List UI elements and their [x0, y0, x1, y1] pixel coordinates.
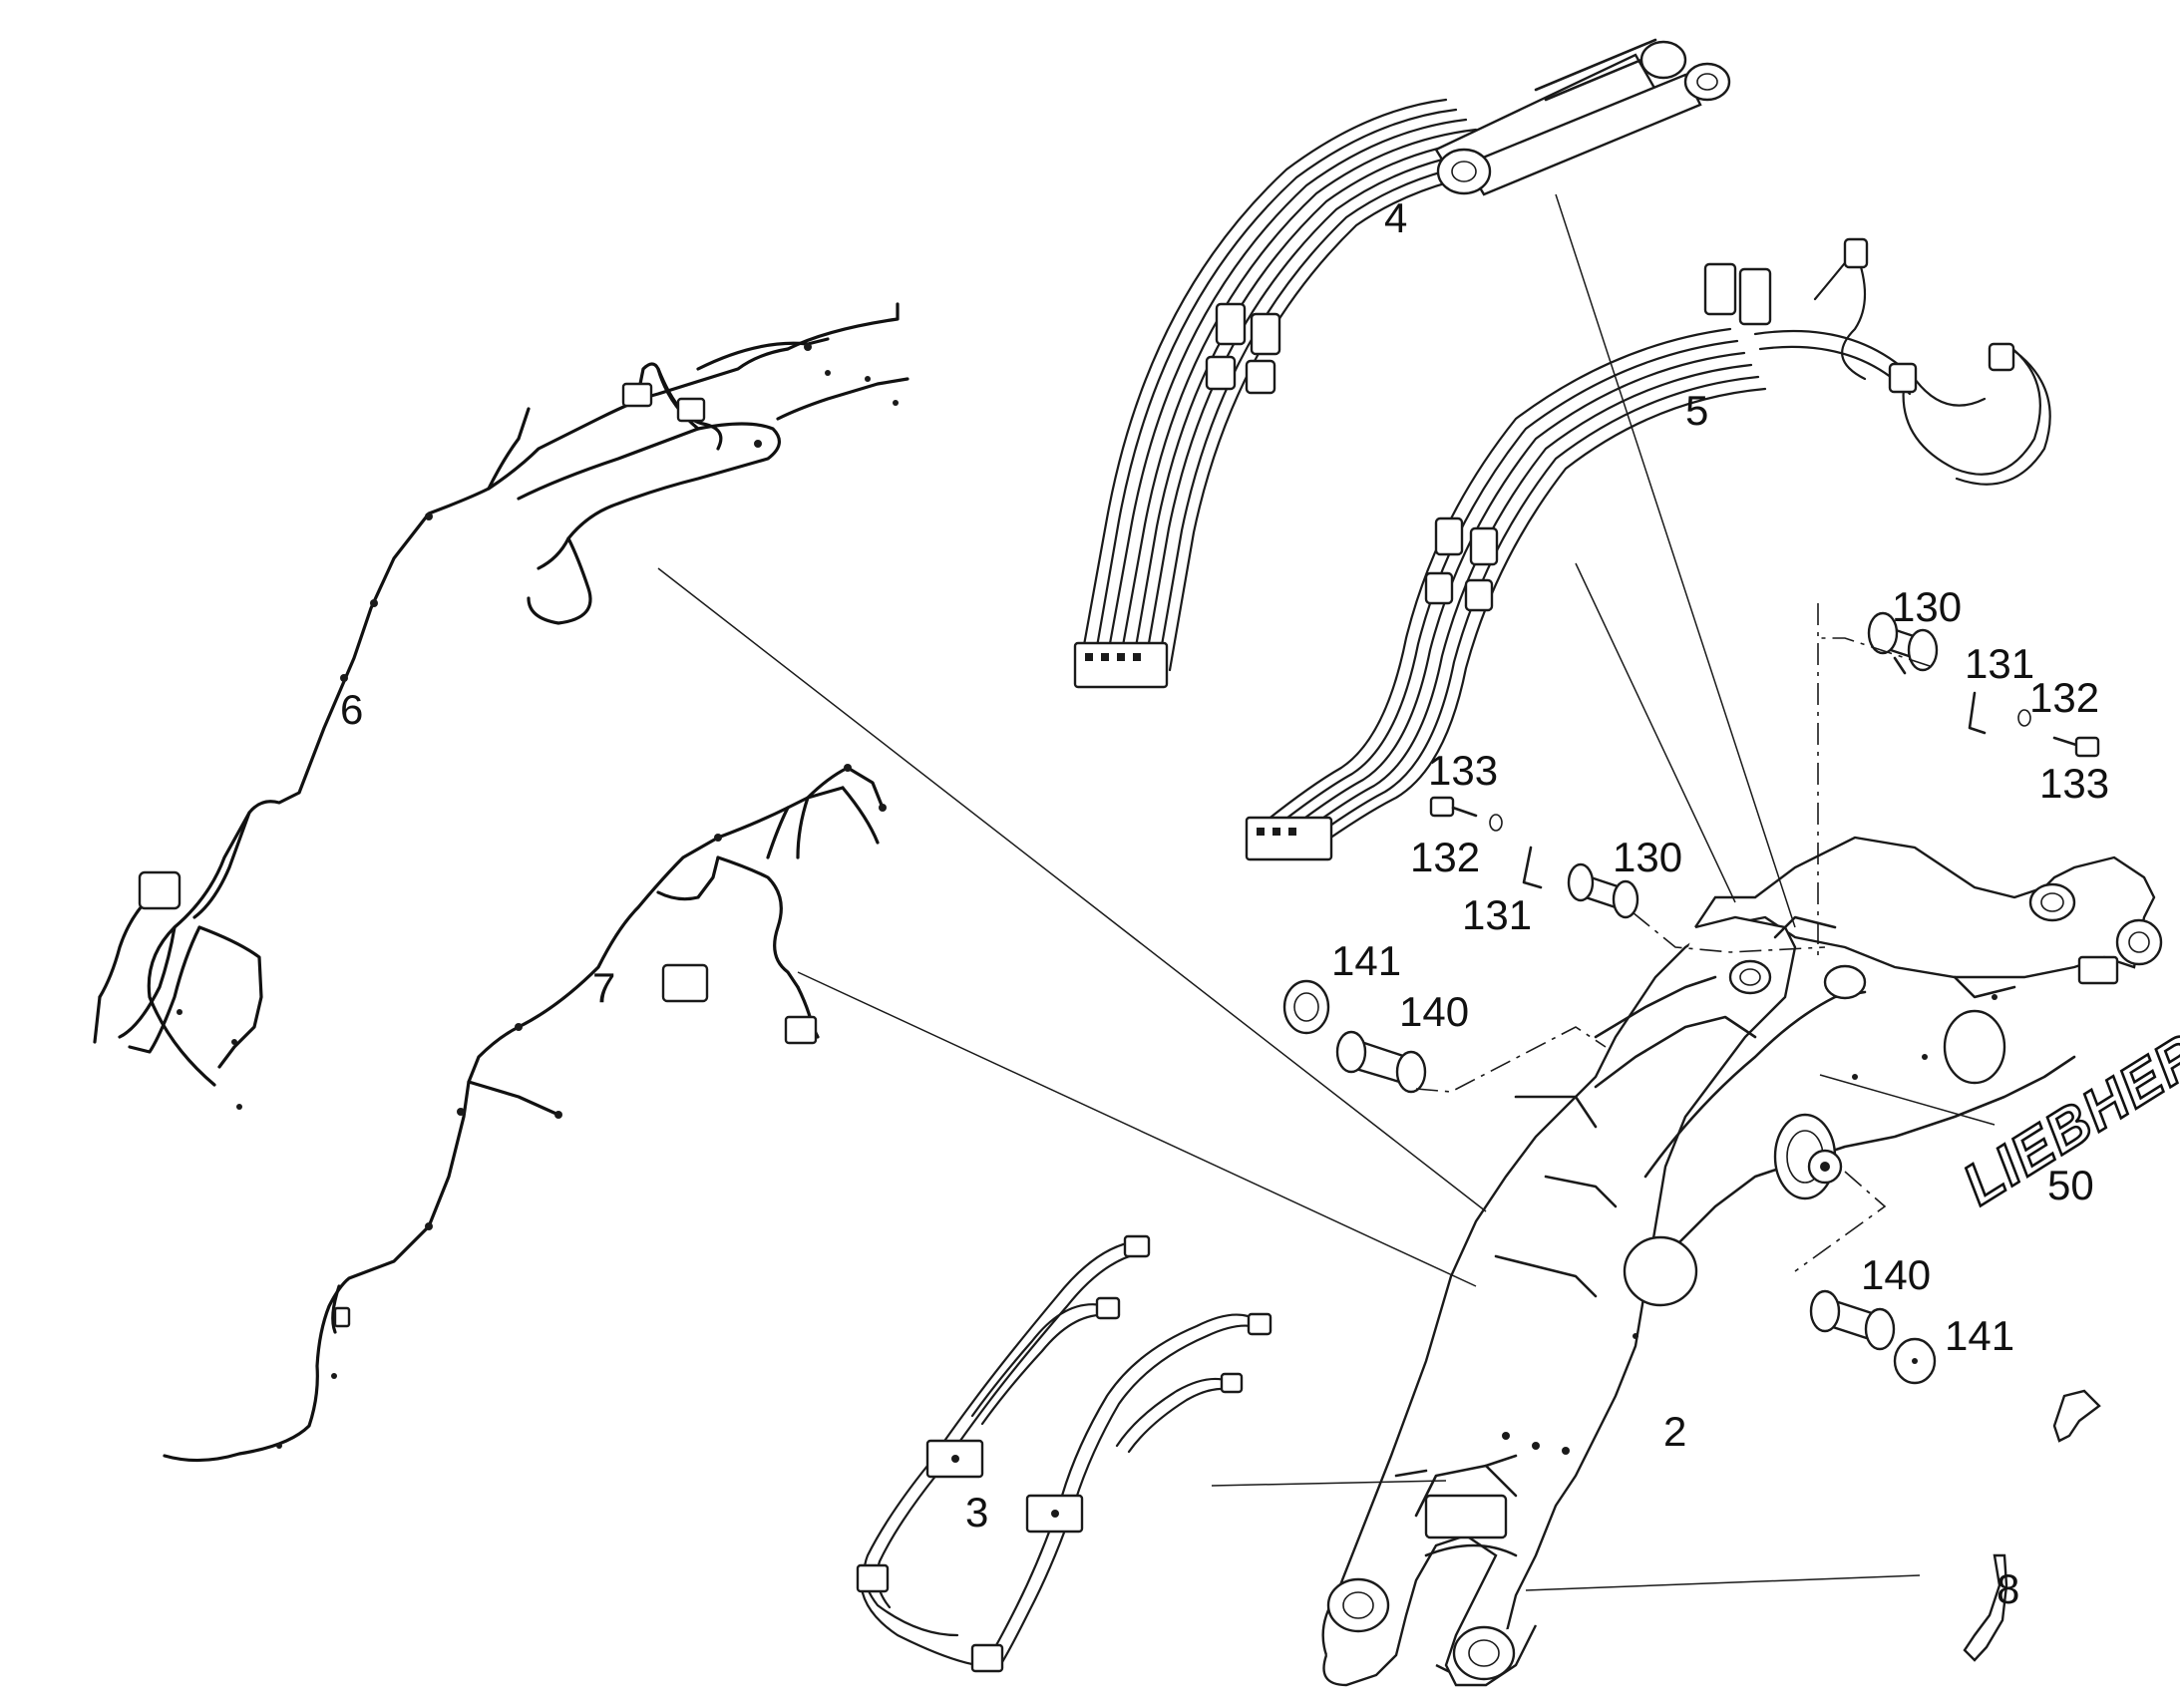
leader-lines — [657, 193, 1996, 1591]
callout-130-upper: 130 — [1892, 583, 1962, 630]
callout-132-lower: 132 — [1410, 834, 1480, 880]
callout-131-lower: 131 — [1462, 891, 1532, 938]
bracket-8 — [1963, 1389, 2101, 1662]
callout-132-upper: 132 — [2029, 674, 2099, 721]
hose-assembly-3 — [856, 1234, 1272, 1673]
callout-140-right: 140 — [1861, 1251, 1931, 1298]
callout-5: 5 — [1685, 387, 1708, 434]
boom-2: LIEBHERR — [1321, 836, 2180, 1687]
callout-140-left: 140 — [1399, 988, 1469, 1035]
cable-harness-6 — [93, 302, 909, 1110]
callout-4: 4 — [1384, 194, 1407, 241]
callout-50: 50 — [2047, 1162, 2094, 1208]
hose-assembly-5 — [1245, 237, 2051, 861]
callout-131-upper: 131 — [1965, 640, 2034, 687]
callout-141-right: 141 — [1945, 1312, 2014, 1359]
callout-133-upper: 133 — [2039, 760, 2109, 807]
callout-7: 7 — [592, 964, 615, 1011]
pin-140-and-cover-141-left — [1282, 979, 1427, 1094]
pin-set-130-133-lower — [1429, 796, 1639, 919]
hose-assembly-4 — [1073, 38, 1731, 689]
callout-133-lower: 133 — [1428, 747, 1498, 794]
callout-3: 3 — [965, 1489, 988, 1536]
pin-140-and-cover-141-right — [1809, 1289, 1937, 1385]
callout-130-lower: 130 — [1613, 834, 1682, 880]
pin-set-130-133-upper — [1867, 611, 2100, 758]
cable-harness-7 — [163, 764, 887, 1463]
callout-6: 6 — [340, 686, 363, 733]
callout-labels: 2 3 4 5 6 7 8 50 130 131 132 133 133 132… — [340, 194, 2109, 1612]
callout-141-left: 141 — [1331, 937, 1401, 984]
callout-8: 8 — [1997, 1565, 2019, 1612]
callout-2: 2 — [1663, 1408, 1686, 1455]
